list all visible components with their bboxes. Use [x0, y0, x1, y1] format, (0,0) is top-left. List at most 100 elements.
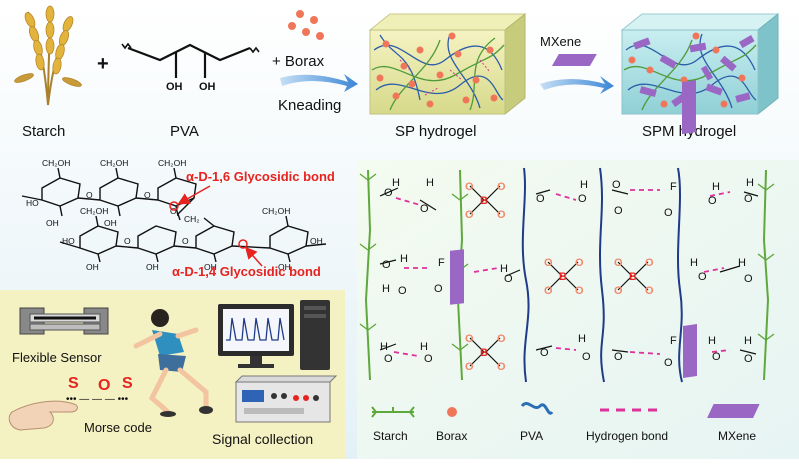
borate-bonds: [379, 185, 759, 367]
legend-pva-icon: [520, 402, 554, 415]
svg-text:O: O: [384, 353, 393, 365]
amylopectin-labels: CH₂OH CH₂OH CH₂OH OH OH HO O O O CH₂ CH₂…: [26, 158, 323, 272]
svg-text:O: O: [544, 257, 553, 269]
svg-text:O: O: [465, 181, 474, 193]
mxene-sheet-icon: [551, 54, 597, 66]
svg-text:CH₂OH: CH₂OH: [100, 158, 128, 168]
sp-hydrogel-label: SP hydrogel: [395, 123, 476, 140]
signal-collector-icon: [234, 375, 338, 423]
mxene-sheets: [450, 80, 697, 379]
svg-text:OH: OH: [278, 262, 291, 272]
pva-structure: [121, 42, 260, 78]
flexible-sensor-label: Flexible Sensor: [12, 350, 102, 365]
svg-text:H: H: [500, 263, 508, 275]
svg-text:O: O: [664, 207, 673, 219]
mxene-forward-arrow-icon: [540, 76, 614, 94]
starch-label: Starch: [22, 123, 65, 140]
legend-mxene-label: MXene: [718, 429, 756, 443]
runner-person-icon: [133, 309, 213, 417]
svg-text:H: H: [744, 335, 752, 347]
svg-text:O: O: [434, 283, 443, 295]
svg-text:CH₂OH: CH₂OH: [158, 158, 186, 168]
svg-text:CH₂: CH₂: [184, 214, 200, 224]
svg-text:O: O: [712, 351, 721, 363]
alpha-14-bond-label: α-D-1,4 Glycosidic bond: [172, 264, 321, 279]
plus-sign: +: [97, 53, 109, 75]
finger-icon: [8, 400, 78, 431]
svg-text:HO: HO: [26, 198, 39, 208]
svg-text:O: O: [744, 273, 753, 285]
svg-text:HO: HO: [62, 236, 75, 246]
signal-collection-label: Signal collection: [212, 431, 313, 447]
svg-text:OH: OH: [204, 262, 217, 272]
svg-text:O: O: [614, 351, 623, 363]
hydrogen-bonds: [393, 189, 731, 357]
svg-text:H: H: [712, 181, 720, 193]
svg-text:O: O: [582, 351, 591, 363]
sos-letter-s2: S: [122, 375, 133, 392]
sos-letter-o: O: [98, 377, 110, 394]
svg-text:B: B: [480, 347, 488, 359]
svg-text:O: O: [744, 353, 753, 365]
svg-text:O: O: [497, 333, 506, 345]
svg-text:O: O: [182, 236, 189, 246]
legend: Starch Borax PVA Hydrogen bond MXene: [371, 402, 760, 443]
svg-text:O: O: [170, 206, 177, 216]
svg-text:H: H: [708, 335, 716, 347]
legend-borax-icon: [447, 407, 457, 417]
svg-text:O: O: [544, 285, 553, 297]
svg-text:OH: OH: [310, 236, 323, 246]
svg-text:O: O: [504, 273, 513, 285]
network-diagram: O O B O O O O B O O O O B O O O O B O O …: [359, 80, 775, 383]
svg-text:H: H: [580, 179, 588, 191]
pva-chain-lines: [521, 167, 683, 383]
legend-starch-label: Starch: [373, 429, 408, 443]
flexible-sensor-icon: [19, 307, 109, 335]
svg-text:B: B: [480, 195, 488, 207]
svg-text:F: F: [438, 257, 445, 269]
svg-text:O: O: [86, 190, 93, 200]
svg-text:H: H: [420, 341, 428, 353]
svg-text:H: H: [578, 333, 586, 345]
svg-text:O: O: [664, 357, 673, 369]
svg-text:OH: OH: [104, 218, 117, 228]
svg-text:H: H: [746, 177, 754, 189]
svg-text:O: O: [124, 236, 131, 246]
pva-oh-2: OH: [199, 81, 216, 93]
hydroxyl-labels: O H O H O H O O O F O H O H O O H H O F …: [380, 177, 754, 369]
svg-text:OH: OH: [86, 262, 99, 272]
svg-text:O: O: [497, 361, 506, 373]
morse-pattern: ••• — — — •••: [66, 394, 129, 405]
svg-text:O: O: [540, 347, 549, 359]
svg-text:O: O: [612, 179, 621, 191]
svg-text:H: H: [392, 177, 400, 189]
svg-text:H: H: [380, 341, 388, 353]
glycosidic-bond-markers: [169, 185, 263, 267]
alpha-16-bond-label: α-D-1,6 Glycosidic bond: [186, 169, 335, 184]
mxene-arrow-label: MXene: [540, 34, 581, 49]
svg-text:H: H: [738, 257, 746, 269]
svg-text:O: O: [645, 285, 654, 297]
svg-text:O: O: [575, 285, 584, 297]
svg-text:O: O: [744, 193, 753, 205]
svg-text:O: O: [497, 209, 506, 221]
sp-hydrogel-box: [368, 12, 527, 116]
svg-text:CH₂OH: CH₂OH: [262, 206, 290, 216]
legend-borax-label: Borax: [436, 429, 467, 443]
svg-text:O: O: [536, 193, 545, 205]
svg-text:O: O: [424, 353, 433, 365]
kneading-arrow-icon: [280, 74, 358, 92]
sos-letter-s1: S: [68, 375, 79, 392]
svg-text:O: O: [614, 205, 623, 217]
svg-text:O: O: [698, 271, 707, 283]
borax-dots-icon: [288, 10, 324, 40]
svg-text:O: O: [578, 193, 587, 205]
svg-text:H: H: [400, 253, 408, 265]
svg-text:O: O: [575, 257, 584, 269]
computer-monitor-icon: [218, 300, 330, 370]
svg-text:O: O: [465, 361, 474, 373]
svg-text:OH: OH: [46, 218, 59, 228]
svg-text:F: F: [670, 181, 677, 193]
legend-hbond-label: Hydrogen bond: [586, 429, 668, 443]
svg-text:F: F: [670, 335, 677, 347]
